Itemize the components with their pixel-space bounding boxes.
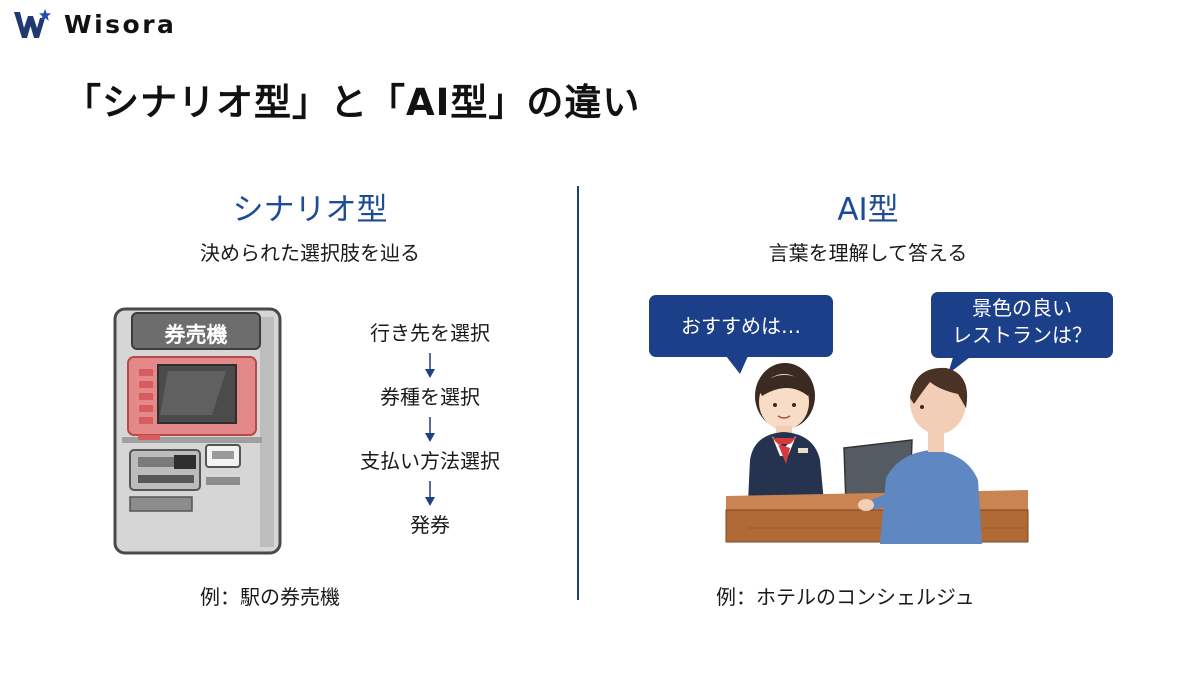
machine-label: 券売機 (164, 323, 228, 347)
ticket-machine-illustration (110, 305, 285, 561)
wisora-logo-icon (14, 9, 51, 38)
guest-speech-bubble: 景色の良い レストランは？ (931, 292, 1113, 358)
scenario-subtitle: 決められた選択肢を辿る (200, 241, 420, 265)
ai-example: 例：ホテルのコンシェルジュ (716, 585, 975, 609)
down-arrow-icon (340, 476, 520, 510)
step-2: 券種を選択 (380, 385, 480, 409)
down-arrow-icon (340, 348, 520, 382)
step-3: 支払い方法選択 (360, 449, 500, 473)
concierge-illustration (648, 292, 1118, 554)
brand-name: Wisora (64, 9, 177, 39)
ai-heading: AI型 (837, 192, 899, 228)
slide-title: 「シナリオ型」と「AI型」の違い (64, 81, 641, 124)
scenario-example: 例：駅の券売機 (200, 585, 340, 609)
step-4: 発券 (410, 513, 450, 537)
step-1: 行き先を選択 (370, 321, 490, 345)
down-arrow-icon (340, 412, 520, 446)
staff-speech-bubble: おすすめは… (649, 295, 833, 357)
ai-subtitle: 言葉を理解して答える (768, 241, 968, 265)
step-flow: 行き先を選択 券種を選択 支払い方法選択 発券 (340, 318, 520, 540)
brand-logo: Wisora (12, 8, 176, 40)
column-divider (577, 186, 579, 600)
scenario-heading: シナリオ型 (232, 192, 388, 228)
guest-bubble-line-2: レストランは？ (952, 323, 1092, 347)
guest-bubble-line-1: 景色の良い (972, 296, 1072, 320)
